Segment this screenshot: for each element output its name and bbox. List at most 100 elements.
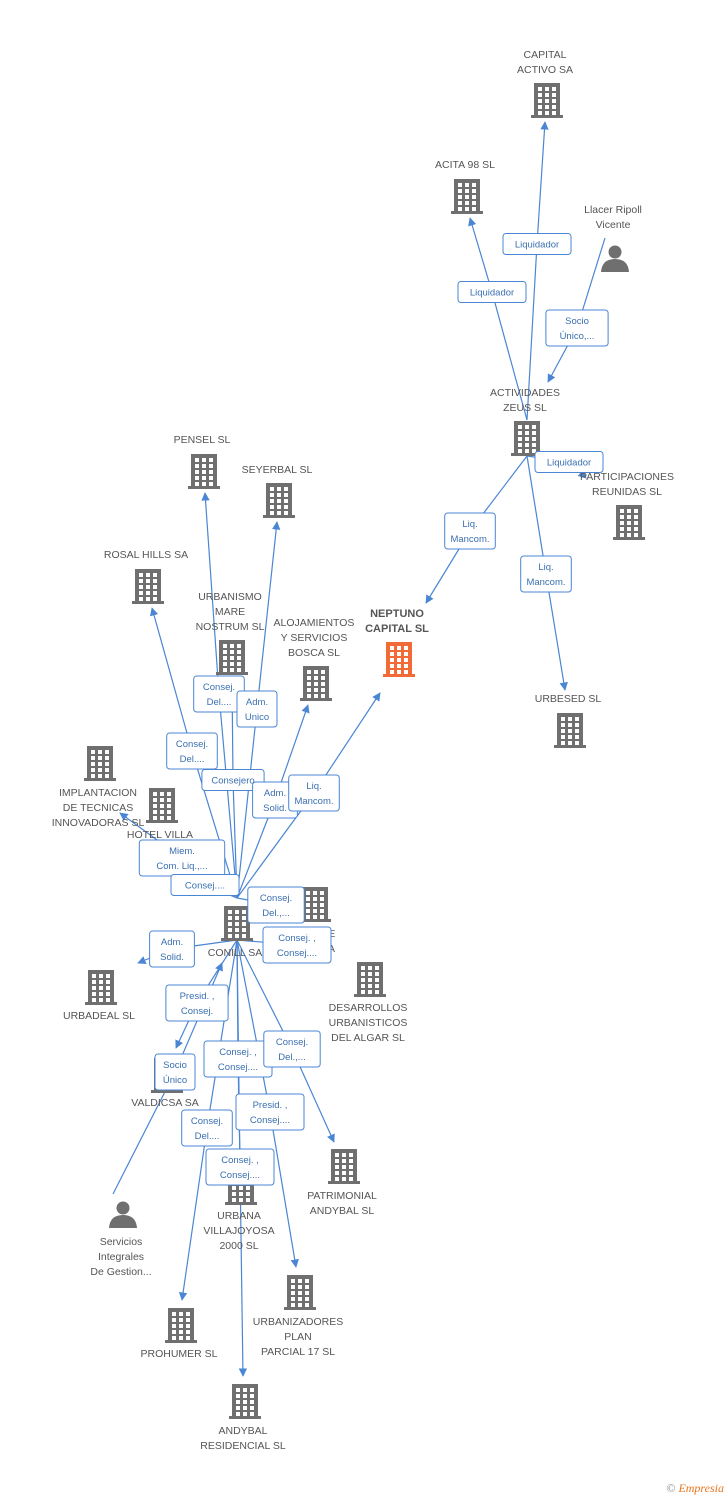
edge-label[interactable]: Liquidador: [534, 451, 604, 473]
edge-label[interactable]: Consej. ,Consej....: [262, 926, 332, 964]
node-label: URBANA: [217, 1210, 261, 1222]
edge-zeus-capital_activo: [526, 121, 549, 421]
node-prohumer[interactable]: PROHUMER SL: [140, 1308, 218, 1360]
building-icon: [85, 970, 117, 1005]
node-label: VILLAJOYOSA: [203, 1225, 274, 1237]
node-label: CAPITAL SL: [365, 623, 429, 635]
node-label: ACITA 98 SL: [435, 159, 495, 171]
edge-label[interactable]: Consej.Del.,...: [247, 886, 305, 924]
edge-label-text: Mancom.: [294, 796, 333, 807]
building-icon: [328, 1149, 360, 1184]
edge-label-box: [165, 984, 229, 1022]
node-rosal[interactable]: ROSAL HILLS SA: [104, 549, 188, 604]
brand-name: Empresia: [678, 1481, 724, 1495]
edge-label[interactable]: Consejero: [201, 769, 265, 791]
node-label: URBESED SL: [535, 693, 602, 705]
copyright-icon: ©: [666, 1481, 676, 1495]
edge-label-box: [205, 1148, 275, 1186]
node-label: URBANISMO: [198, 591, 262, 603]
node-seyerbal[interactable]: SEYERBAL SL: [242, 464, 313, 518]
edge-label[interactable]: SocioÚnico,...: [545, 309, 609, 347]
edge-label[interactable]: Consej....: [170, 874, 240, 896]
edge-label-box: [201, 769, 265, 791]
edge-label[interactable]: Consej. Del....: [181, 1109, 233, 1147]
edge-label[interactable]: Adm.Solid.: [149, 930, 195, 968]
node-label: MARE: [215, 606, 245, 618]
building-icon: [146, 788, 178, 823]
node-conill[interactable]: CONILL SA: [208, 906, 262, 959]
edge-label[interactable]: Consej. ,Consej....: [205, 1148, 275, 1186]
edge-label[interactable]: Presid. ,Consej.: [165, 984, 229, 1022]
edge-label-box: [545, 309, 609, 347]
edge-label-text: Liquidador: [515, 240, 559, 251]
node-urbadeal[interactable]: URBADEAL SL: [63, 970, 135, 1022]
edge-label-text: Consej.: [181, 1006, 213, 1017]
edge-label-box: [236, 690, 278, 728]
node-label: ANDYBAL SL: [310, 1205, 375, 1217]
node-label: DEL ALGAR SL: [331, 1032, 405, 1044]
person-icon: [601, 245, 629, 272]
node-label: PATRIMONIAL: [307, 1190, 377, 1202]
edge-label[interactable]: Presid. ,Consej....: [235, 1093, 305, 1131]
node-label: DESARROLLOS: [329, 1002, 408, 1014]
building-icon: [554, 713, 586, 748]
person-icon: [109, 1201, 137, 1228]
edge-label-text: Consej....: [218, 1062, 258, 1073]
node-urbesed[interactable]: URBESED SL: [535, 693, 602, 748]
edge-label-text: Unico: [245, 712, 269, 723]
node-label: ANDYBAL: [218, 1425, 267, 1437]
building-icon: [531, 83, 563, 118]
node-label: INNOVADORAS SL: [52, 817, 145, 829]
edge-label[interactable]: Liquidador: [502, 233, 572, 255]
edge-label[interactable]: Liq.Mancom.: [288, 774, 340, 812]
edge-label-text: Consej....: [250, 1115, 290, 1126]
edge-label-box: [288, 774, 340, 812]
edge-label-box: [262, 926, 332, 964]
edge-label-text: Consej.: [203, 682, 235, 693]
building-icon: [165, 1308, 197, 1343]
edge-label[interactable]: Liquidador: [457, 281, 527, 303]
edge-label[interactable]: Liq.Mancom.: [444, 512, 496, 550]
edge-label-text: Del....: [207, 697, 232, 708]
building-icon: [284, 1275, 316, 1310]
edge-label[interactable]: Consej. , Consej....: [203, 1040, 273, 1078]
node-acita[interactable]: ACITA 98 SL: [435, 159, 495, 214]
edge-label-text: Socio: [163, 1060, 187, 1071]
edge-label[interactable]: Consej. Del....: [193, 675, 245, 713]
edge-label[interactable]: Consej.Del.,...: [263, 1030, 321, 1068]
edge-label[interactable]: Adm.Unico: [236, 690, 278, 728]
edge-label-text: Consej. ,: [221, 1155, 259, 1166]
node-label: VALDICSA SA: [131, 1097, 199, 1109]
edge-label-box: [154, 1053, 196, 1091]
edge-label[interactable]: Liq.Mancom.: [520, 555, 572, 593]
edge-label-text: Del....: [195, 1131, 220, 1142]
node-label: BOSCA SL: [288, 647, 340, 659]
edge-label-text: Adm.: [264, 788, 286, 799]
node-label: PENSEL SL: [174, 434, 231, 446]
edge-label-text: Consej. ,: [219, 1047, 257, 1058]
node-patrimonial[interactable]: PATRIMONIAL ANDYBAL SL: [307, 1149, 377, 1217]
edge-label[interactable]: Consej.Del....: [166, 732, 218, 770]
node-pensel[interactable]: PENSEL SL: [174, 434, 231, 489]
edge-label-text: Consej.: [191, 1116, 223, 1127]
node-label: Y SERVICIOS: [281, 632, 348, 644]
edge-label-box: [181, 1109, 233, 1147]
building-icon: [299, 887, 331, 922]
node-label: HOTEL VILLA: [127, 829, 193, 841]
edge-label-box: [457, 281, 527, 303]
edge-label[interactable]: Miem.Com. Liq.,...: [138, 839, 226, 877]
